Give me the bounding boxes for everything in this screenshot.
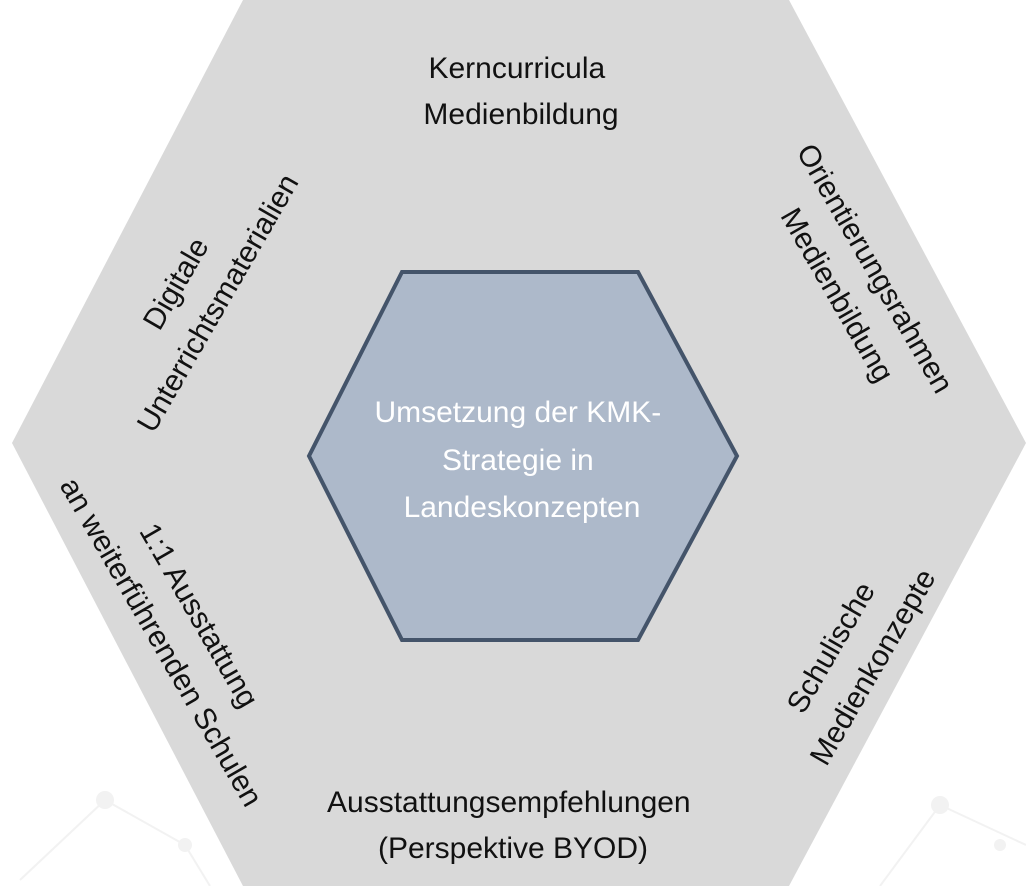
center-label: Umsetzung der KMK- Strategie in Landesko… <box>374 396 669 524</box>
background-network-decoration <box>19 791 1026 886</box>
segment-label-line: Medienbildung <box>423 98 618 131</box>
network-node <box>931 796 949 814</box>
segment-label-top: Kerncurricula Medienbildung <box>423 52 618 131</box>
network-node <box>178 838 192 852</box>
network-line <box>879 804 941 886</box>
center-label-line: Umsetzung der KMK- <box>374 396 661 429</box>
segment-label-line: Ausstattungsempfehlungen <box>327 786 691 819</box>
network-line <box>19 799 106 881</box>
inner-hexagon <box>306 270 740 642</box>
center-label-line: Landeskonzepten <box>404 491 641 524</box>
segment-label-line: Kerncurricula <box>428 52 605 85</box>
network-line <box>104 799 186 846</box>
network-node <box>994 839 1006 851</box>
segment-label-bottom: Ausstattungsempfehlungen (Perspektive BY… <box>327 786 699 865</box>
network-line <box>184 844 211 886</box>
network-line <box>939 804 1026 846</box>
center-label-line: Strategie in <box>442 444 594 477</box>
segment-label-line: (Perspektive BYOD) <box>378 832 648 865</box>
network-node <box>96 791 114 809</box>
